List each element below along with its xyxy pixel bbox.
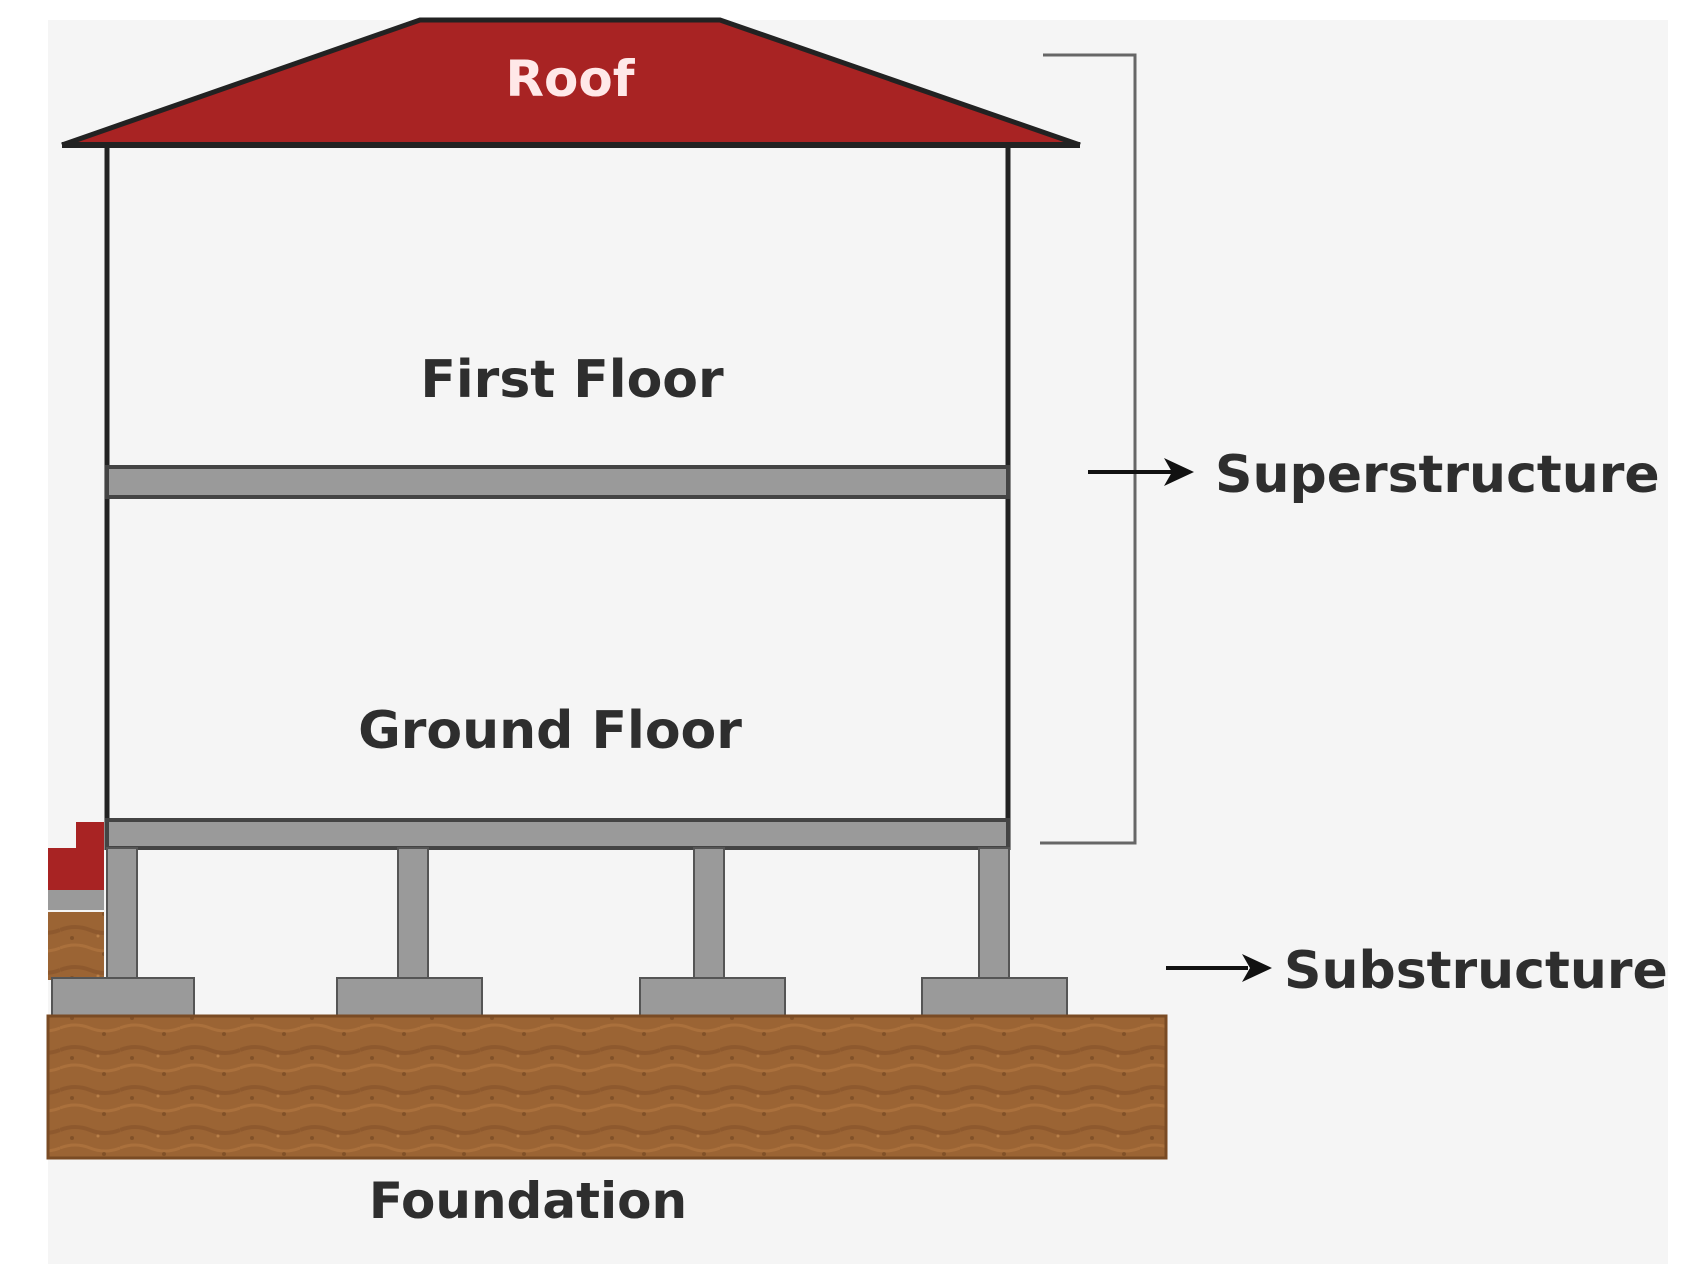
substructure-arrow-icon bbox=[1242, 954, 1272, 982]
ground-floor-slab bbox=[105, 818, 1010, 850]
substructure-label: Substructure bbox=[1284, 941, 1668, 1001]
footing-1 bbox=[51, 977, 195, 1017]
first-floor-label: First Floor bbox=[420, 350, 724, 410]
roof-label: Roof bbox=[506, 50, 636, 108]
superstructure-label: Superstructure bbox=[1215, 445, 1660, 505]
column-1 bbox=[106, 847, 138, 979]
column-2 bbox=[397, 847, 429, 979]
superstructure-bracket bbox=[1040, 53, 1137, 845]
ground-floor-label: Ground Floor bbox=[358, 701, 742, 761]
foundation-label: Foundation bbox=[369, 1172, 687, 1230]
column-4 bbox=[978, 847, 1010, 979]
step-slab bbox=[48, 890, 104, 910]
fill-soil bbox=[48, 912, 104, 980]
footing-2 bbox=[336, 977, 483, 1017]
footing-3 bbox=[639, 977, 786, 1017]
superstructure-arrow-icon bbox=[1164, 458, 1194, 486]
soil-ground bbox=[46, 1014, 1168, 1160]
first-floor-slab bbox=[105, 465, 1010, 499]
entrance-step bbox=[48, 822, 104, 890]
roof-shape bbox=[62, 20, 1080, 145]
footing-4 bbox=[921, 977, 1068, 1017]
roof-outline bbox=[61, 17, 1081, 148]
column-3 bbox=[693, 847, 725, 979]
